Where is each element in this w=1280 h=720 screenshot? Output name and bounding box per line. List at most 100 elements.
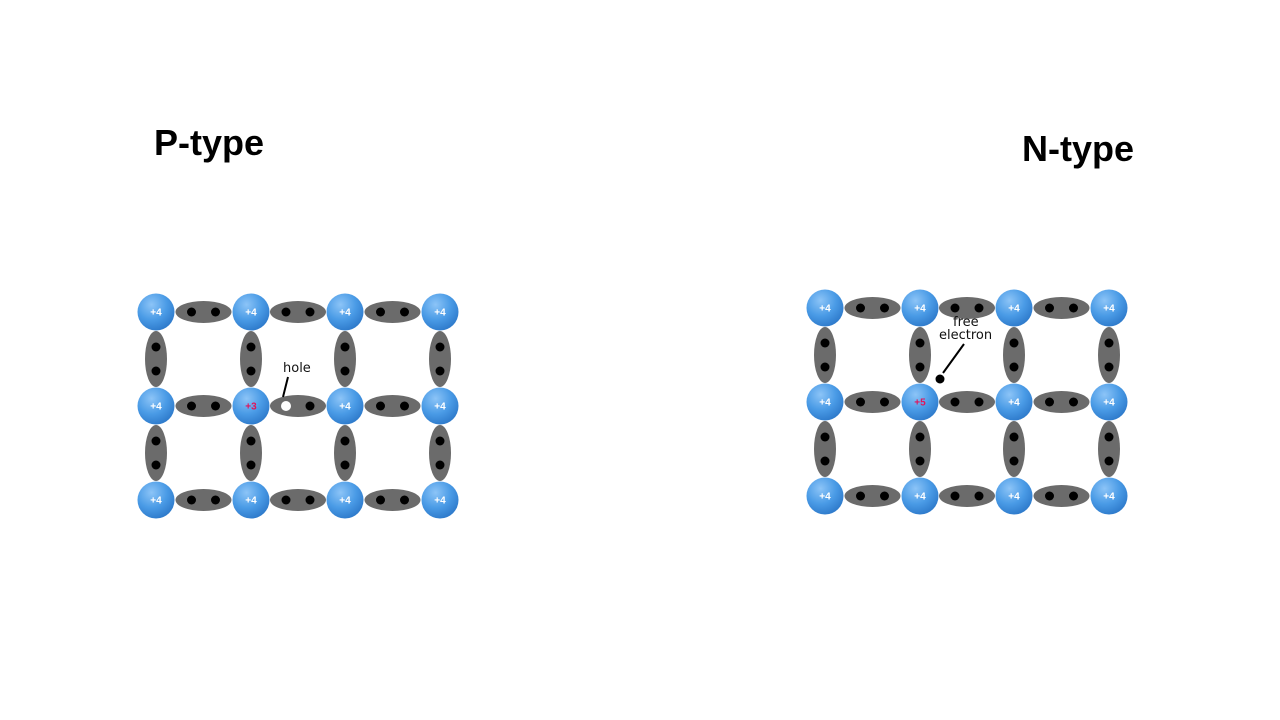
n-type-atom-charge: +4 — [819, 492, 831, 503]
n-type-electron — [1104, 456, 1114, 466]
n-type-electron — [820, 432, 830, 442]
n-type-electron — [1009, 362, 1019, 372]
p-type-bond-h — [364, 395, 421, 417]
n-type-atom — [901, 289, 939, 327]
p-type-bond-h — [270, 301, 326, 323]
p-type-electron — [211, 307, 220, 317]
n-type-atom — [806, 477, 844, 515]
n-type-atom — [995, 383, 1033, 421]
p-type-electron — [151, 436, 161, 446]
p-type-electron — [151, 460, 161, 470]
n-type-electron — [950, 303, 960, 313]
n-type-atom — [1090, 477, 1128, 515]
p-type-electron — [187, 307, 196, 317]
n-type-electron — [1045, 303, 1054, 313]
p-type-atom-charge: +4 — [339, 496, 351, 507]
p-type-electron — [211, 401, 220, 411]
p-type-bond-h — [175, 489, 232, 511]
n-type-electron — [856, 397, 865, 407]
n-type-electron — [820, 456, 830, 466]
n-type-electron — [820, 338, 830, 348]
p-type-atom-charge: +4 — [150, 402, 162, 413]
n-type-bond-v — [909, 421, 931, 477]
p-type-electron — [246, 366, 256, 376]
n-type-bond-h — [844, 485, 901, 507]
p-type-atom-charge: +4 — [245, 496, 257, 507]
p-type-bond-v — [240, 331, 262, 387]
p-type-impurity-atom — [232, 387, 270, 425]
free-electron-annotation: free electron — [935, 315, 992, 384]
p-type-title: P-type — [154, 122, 265, 163]
p-type-bond-v — [429, 425, 451, 481]
n-type-electron — [915, 456, 925, 466]
p-type-atom-charge: +4 — [150, 496, 162, 507]
n-type-impurity-atom — [901, 383, 939, 421]
n-type-electron — [1069, 303, 1078, 313]
p-type-electron — [246, 436, 256, 446]
p-type-atom — [421, 293, 459, 331]
n-type-electron — [1009, 338, 1019, 348]
p-type-electron — [340, 436, 350, 446]
hole-annotation: hole — [282, 361, 311, 398]
n-type-atom — [1090, 383, 1128, 421]
p-type-electron — [281, 495, 291, 505]
p-type-atom-charge: +4 — [339, 308, 351, 319]
n-type-bond-h — [844, 297, 901, 319]
n-type-electron — [1009, 456, 1019, 466]
p-type-electron — [151, 342, 161, 352]
p-type-atom-charge: +4 — [434, 496, 446, 507]
free-electron-pointer-line — [942, 343, 965, 374]
n-type-atom-charge: +4 — [914, 304, 926, 315]
n-type-electron — [880, 491, 889, 501]
n-type-electron — [1069, 397, 1078, 407]
p-type-bond-v — [334, 425, 356, 481]
p-type-atom — [326, 387, 364, 425]
n-type-bond-v — [909, 327, 931, 383]
p-type-electron — [435, 342, 445, 352]
n-type-electron — [1104, 338, 1114, 348]
p-type-atom-charge: +4 — [434, 308, 446, 319]
p-type-atom — [232, 481, 270, 519]
p-type-electron — [246, 342, 256, 352]
p-type-electron — [435, 366, 445, 376]
p-type-atom-charge: +4 — [339, 402, 351, 413]
p-type-lattice: +4+4+4+4+4+3+4+4+4+4+4+4 — [137, 293, 459, 519]
p-type-electron — [340, 460, 350, 470]
free-electron-dot — [935, 374, 945, 384]
n-type-electron — [856, 491, 865, 501]
n-type-atom — [901, 477, 939, 515]
p-type-electron — [340, 366, 350, 376]
n-type-impurity-charge: +5 — [914, 398, 926, 409]
p-type-atom — [326, 293, 364, 331]
n-type-electron — [974, 491, 984, 501]
p-type-electron — [305, 495, 315, 505]
n-type-bond-h — [844, 391, 901, 413]
n-type-title: N-type — [1022, 128, 1135, 169]
p-type-electron — [246, 460, 256, 470]
p-type-electron — [376, 307, 385, 317]
n-type-atom — [806, 383, 844, 421]
p-type-electron — [187, 401, 196, 411]
hole-pointer-line — [282, 376, 289, 398]
n-type-electron — [915, 432, 925, 442]
p-type-bond-h — [364, 301, 421, 323]
n-type-atom-charge: +4 — [819, 398, 831, 409]
n-type-bond-v — [1098, 327, 1120, 383]
p-type-bond-v — [145, 425, 167, 481]
n-type-electron — [950, 397, 960, 407]
p-type-atom — [137, 293, 175, 331]
n-type-electron — [856, 303, 865, 313]
n-type-electron — [974, 397, 984, 407]
p-type-atom — [137, 481, 175, 519]
n-type-electron — [1104, 432, 1114, 442]
n-type-bond-h — [939, 297, 995, 319]
n-type-atom-charge: +4 — [1103, 398, 1115, 409]
p-type-electron — [211, 495, 220, 505]
p-type-atom — [232, 293, 270, 331]
p-type-hole — [281, 401, 291, 411]
p-type-bond-v — [145, 331, 167, 387]
p-type-atom — [421, 481, 459, 519]
n-type-bond-h — [1033, 297, 1090, 319]
